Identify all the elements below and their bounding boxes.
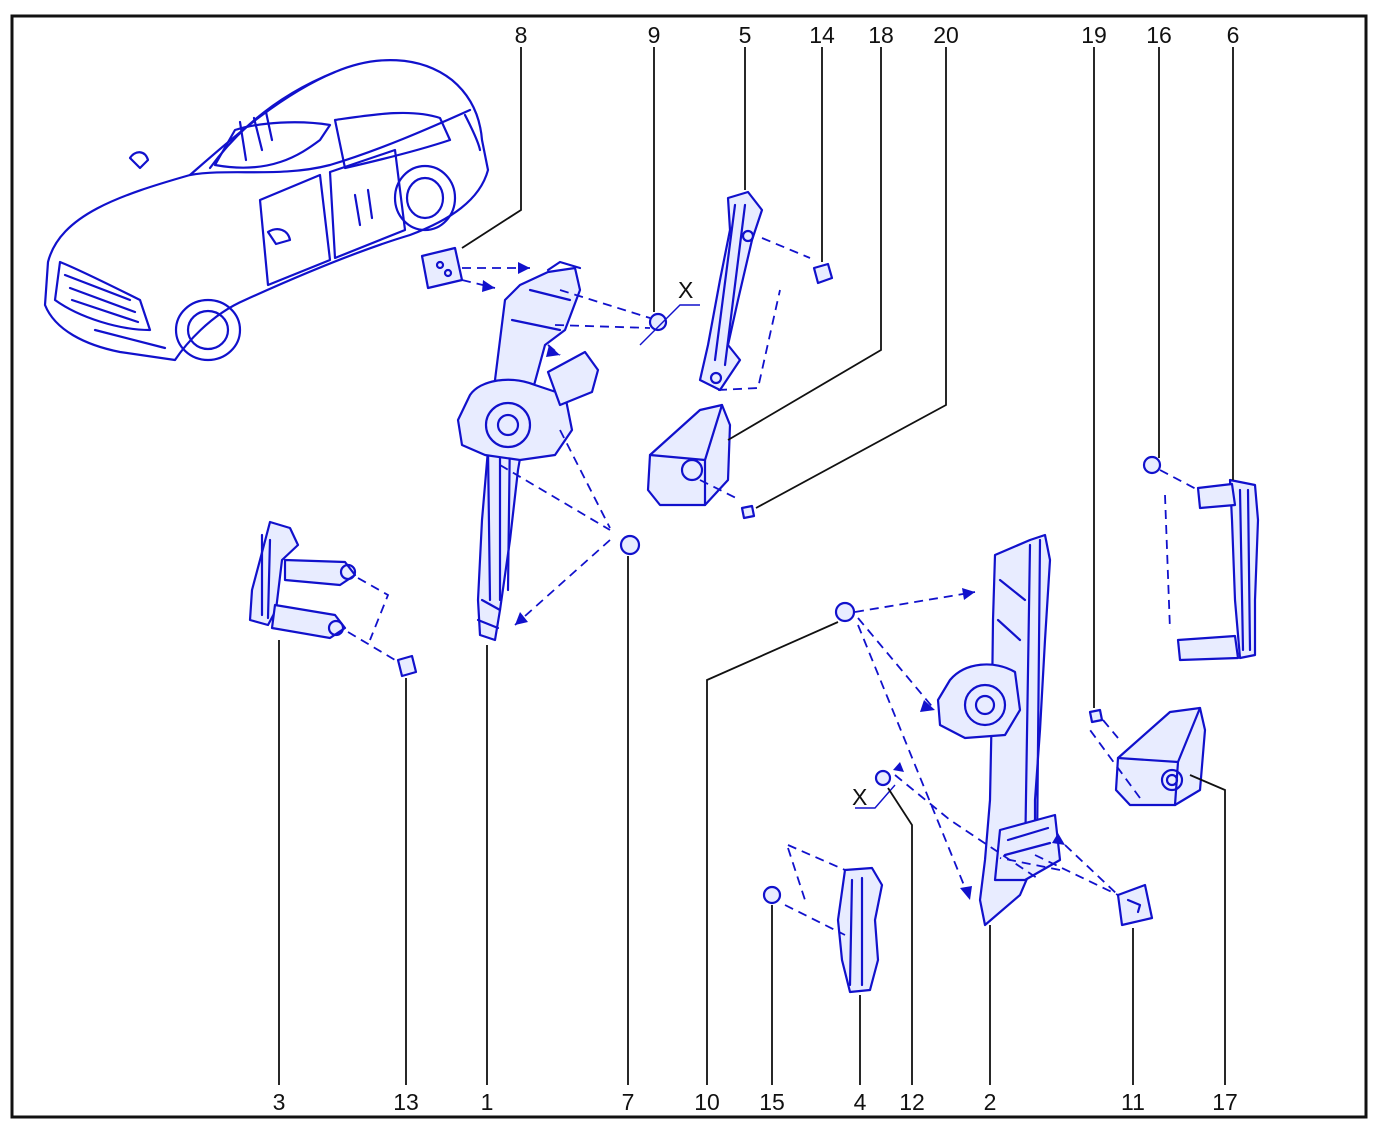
callout-labels: 8 9 5 14 18 20 19 16 6 3 13 1 7 10 15 4 …	[273, 22, 1240, 1115]
front-window-regulator	[456, 260, 600, 642]
assembly-arrows	[482, 262, 1065, 900]
torque-mark-front: X	[639, 277, 700, 346]
front-clip-plate	[420, 246, 464, 290]
callout-3: 3	[273, 1089, 286, 1115]
callout-9: 9	[648, 22, 661, 48]
diagram-frame	[10, 14, 1368, 1119]
callout-11: 11	[1121, 1089, 1145, 1115]
car-illustration	[43, 59, 490, 362]
nut-7	[619, 534, 641, 556]
callout-17: 17	[1212, 1089, 1238, 1115]
callout-20: 20	[933, 22, 959, 48]
callout-4: 4	[854, 1089, 867, 1115]
torque-mark-label-2: X	[852, 784, 867, 810]
nut-10	[834, 601, 856, 623]
rear-glass-guide-rail	[1176, 478, 1260, 662]
callout-10: 10	[694, 1089, 720, 1115]
callout-15: 15	[759, 1089, 785, 1115]
rear-lower-bracket	[836, 866, 884, 994]
assembly-lines	[347, 237, 1199, 936]
leader-lines	[278, 47, 1234, 1085]
callout-7: 7	[622, 1089, 635, 1115]
screw-19	[1088, 708, 1104, 724]
callout-18: 18	[868, 22, 894, 48]
callout-16: 16	[1146, 22, 1172, 48]
rear-clip-plate	[1116, 883, 1154, 927]
front-lower-bracket	[248, 520, 357, 640]
torque-mark-label-1: X	[678, 277, 693, 303]
rear-motor-cover	[1114, 706, 1207, 807]
fasteners	[396, 262, 1162, 905]
torque-mark-rear: X	[852, 784, 896, 810]
rear-window-regulator	[936, 533, 1062, 927]
callout-19: 19	[1081, 22, 1107, 48]
callout-5: 5	[739, 22, 752, 48]
front-motor-cover	[646, 403, 732, 507]
callout-1: 1	[481, 1089, 494, 1115]
callout-8: 8	[515, 22, 528, 48]
bolt-9	[648, 312, 668, 332]
nut-14	[812, 262, 834, 285]
screw-20	[740, 504, 756, 520]
nut-13	[396, 654, 418, 678]
bolt-12	[874, 769, 892, 787]
callout-6: 6	[1227, 22, 1240, 48]
callout-13: 13	[393, 1089, 419, 1115]
callout-14: 14	[809, 22, 835, 48]
nut-15	[762, 885, 782, 905]
callout-12: 12	[899, 1089, 925, 1115]
callout-2: 2	[984, 1089, 997, 1115]
front-glass-guide-rail	[698, 190, 764, 392]
nut-16	[1142, 455, 1162, 475]
